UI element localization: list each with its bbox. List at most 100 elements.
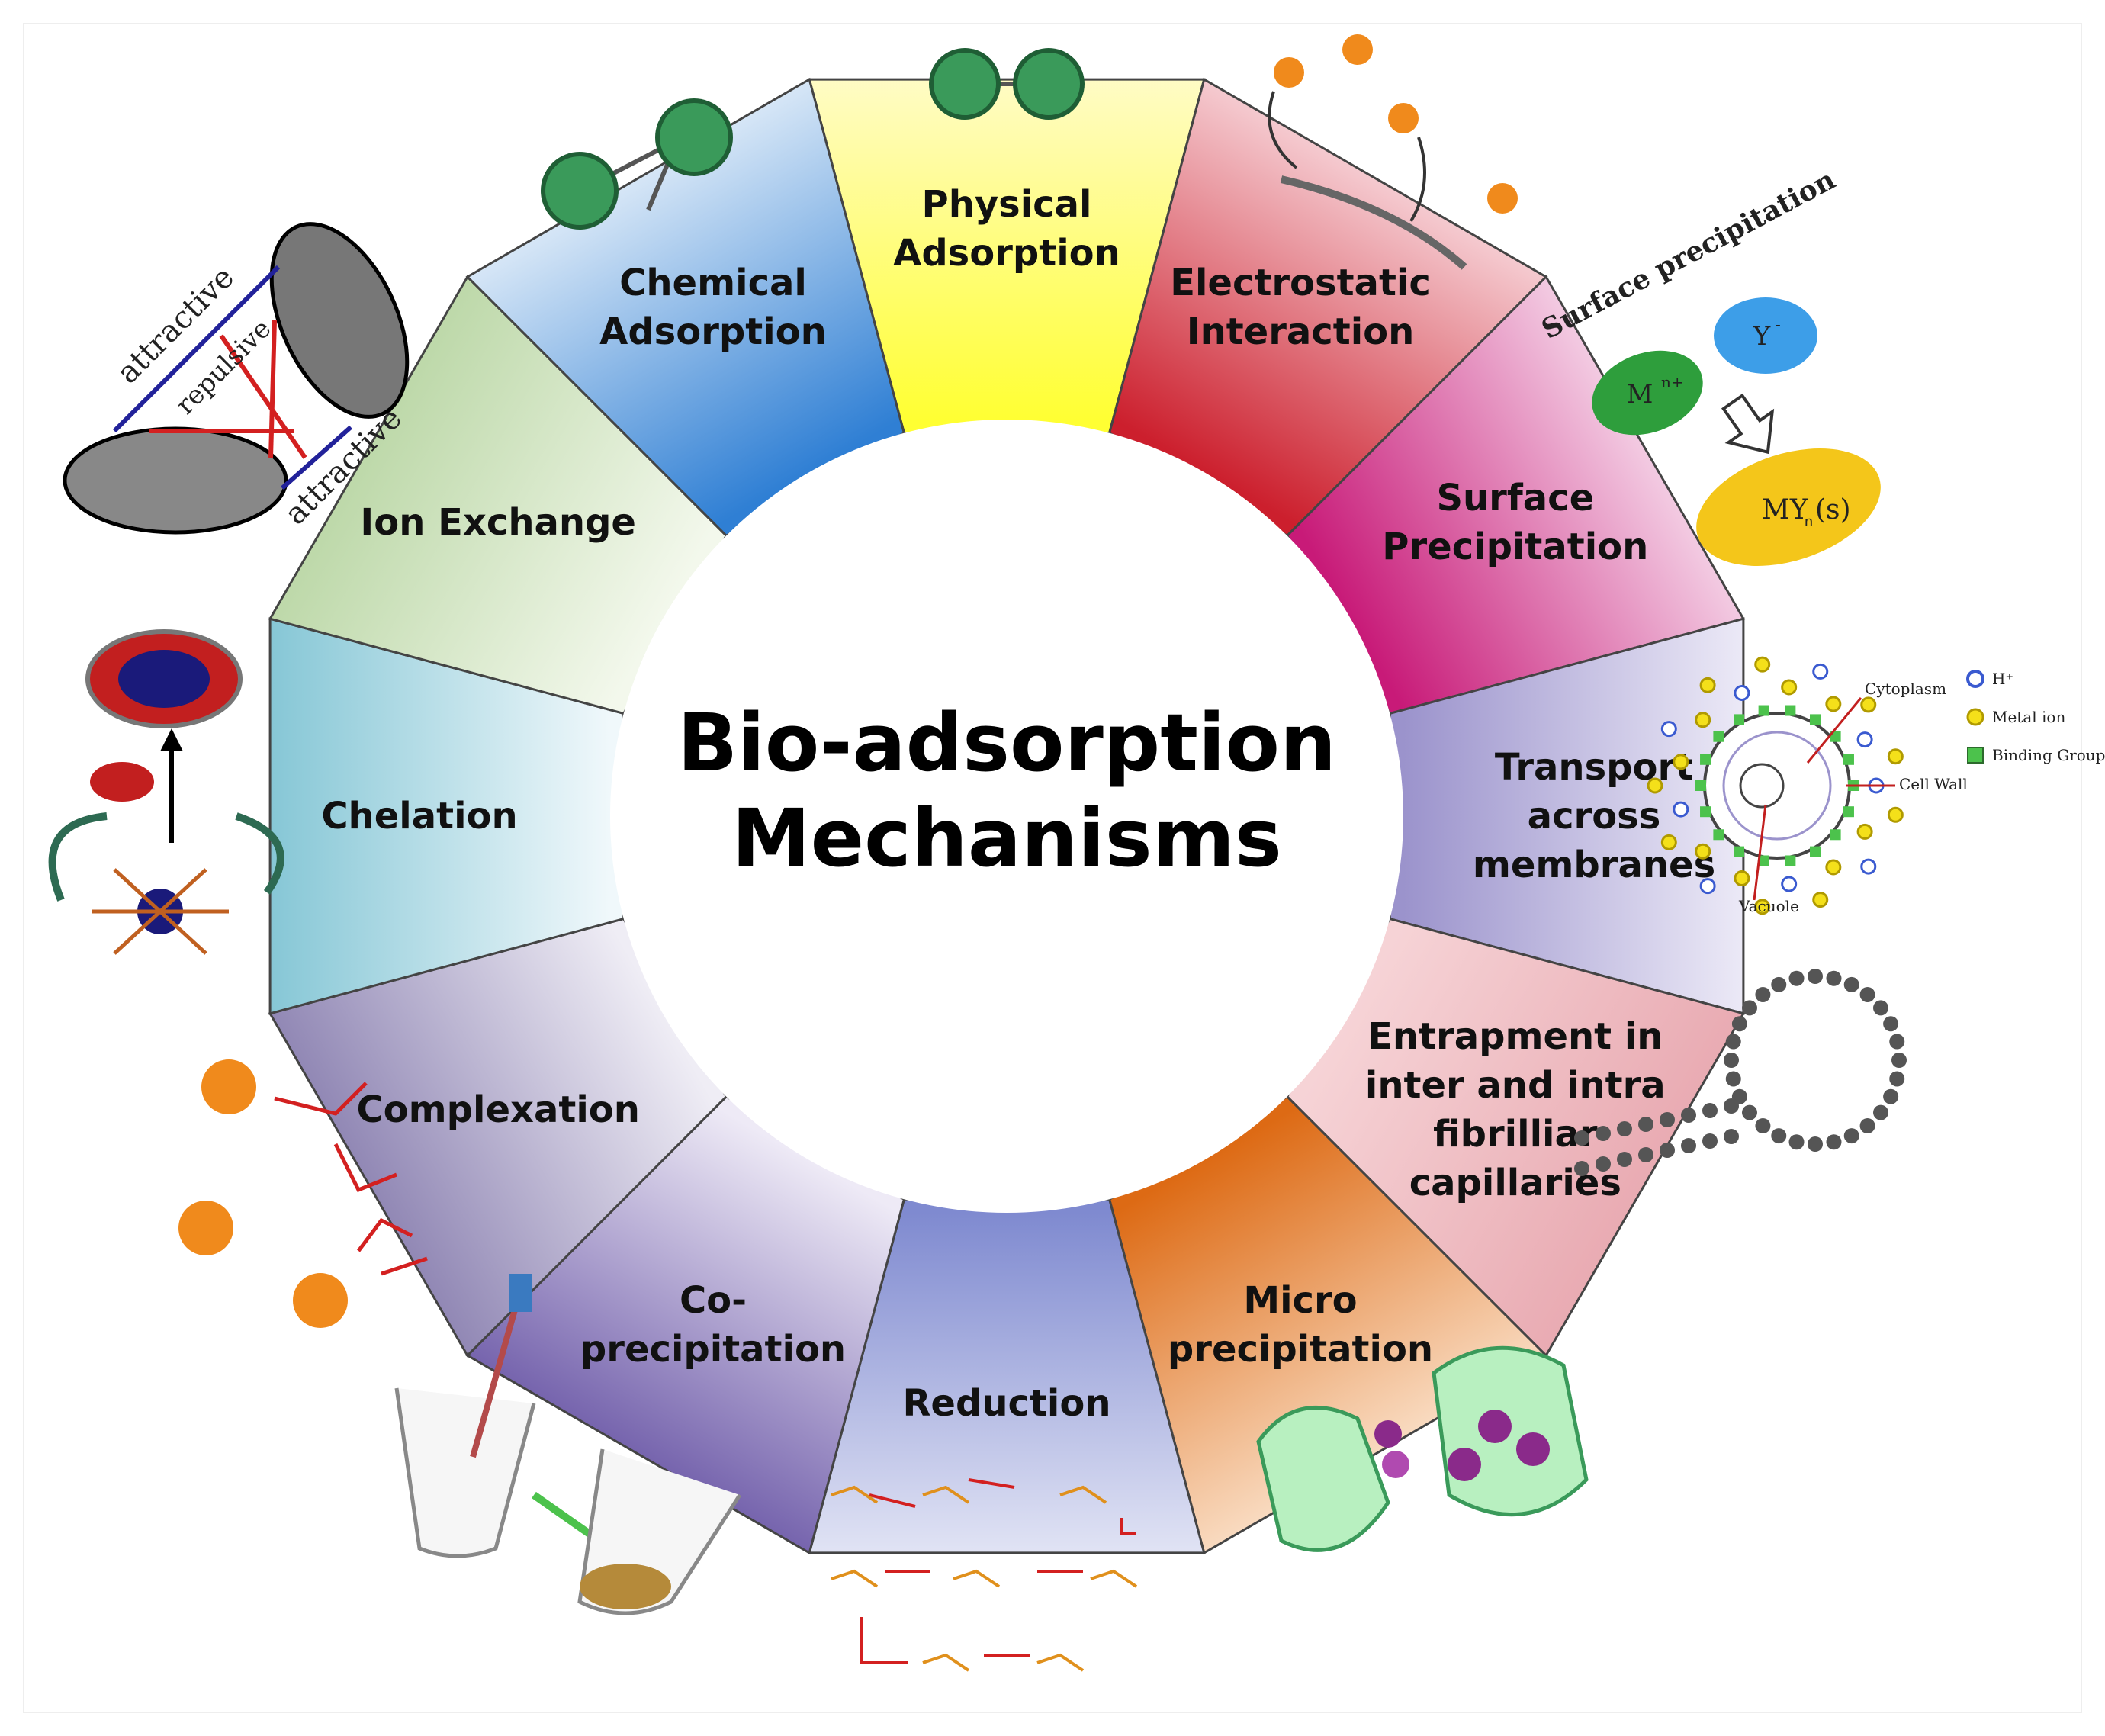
bead	[1755, 1118, 1771, 1134]
precipitate-ellipse	[1696, 448, 1881, 566]
ion-dot	[1695, 712, 1711, 728]
legend-h-ion-label: H⁺	[1992, 670, 2013, 688]
segment-label-line: Complexation	[356, 1088, 639, 1131]
binding-group	[1758, 855, 1769, 866]
bead	[1808, 969, 1823, 984]
segment-label-line: Co-	[680, 1279, 747, 1322]
bead	[1741, 1104, 1757, 1120]
cytoplasm-label: Cytoplasm	[1865, 680, 1946, 698]
segment-label-line: Transport	[1495, 746, 1693, 789]
metal-ion-ellipse	[1592, 350, 1703, 436]
bead	[1771, 1128, 1787, 1144]
chelation-illustration	[48, 629, 284, 955]
binding-group	[1734, 846, 1744, 857]
binding-group	[1830, 829, 1841, 841]
co-precipitation-beakers-icon	[394, 1274, 742, 1615]
segment-label-chelation: Chelation	[321, 795, 517, 837]
segment-label-co-precipitation: Co-precipitation	[580, 1279, 846, 1371]
segment-label-line: Micro	[1243, 1279, 1357, 1322]
segment-label-line: precipitation	[580, 1328, 846, 1371]
binding-group	[1830, 731, 1841, 742]
precipitate-state: (s)	[1815, 494, 1851, 526]
attractive-arrow-top	[112, 265, 281, 433]
bead	[1873, 1104, 1889, 1120]
bead	[1574, 1161, 1589, 1176]
bead	[1873, 1000, 1889, 1016]
segment-label-line: Ion Exchange	[360, 501, 636, 544]
binding-group	[1734, 714, 1744, 725]
vacuole-label: Vacuole	[1738, 897, 1799, 915]
ion-dot	[1754, 656, 1771, 673]
bead	[1771, 976, 1787, 992]
segment-label-line: across	[1528, 795, 1661, 837]
segment-label-reduction: Reduction	[902, 1382, 1110, 1425]
ion-dot	[1825, 696, 1842, 712]
physical-adsorption-molecule-icon	[929, 48, 1085, 120]
bead	[1859, 1118, 1875, 1134]
bead	[1596, 1126, 1611, 1141]
legend-binding-group-icon	[1967, 747, 1984, 764]
bead	[1741, 1000, 1757, 1016]
complexation-illustration	[178, 1059, 428, 1328]
bead	[1891, 1053, 1907, 1068]
ion-dot	[1734, 870, 1750, 887]
binding-group	[1758, 705, 1769, 716]
binding-group	[1843, 754, 1854, 765]
segment-label-line: fibrilliar	[1433, 1113, 1598, 1156]
bead	[1617, 1152, 1632, 1167]
legend-h-ion-icon	[1966, 670, 1984, 688]
bead	[1731, 1016, 1747, 1032]
precipitate-label: MY	[1762, 494, 1809, 526]
ion-dot	[1695, 843, 1711, 860]
particle-bottom-icon	[63, 426, 288, 535]
ion-dot	[1754, 899, 1771, 915]
segment-label-line: precipitation	[1168, 1328, 1433, 1371]
bead	[1724, 1053, 1739, 1068]
ion-dot	[1825, 859, 1842, 876]
segment-label-line: Chemical	[619, 262, 807, 304]
binding-group	[1810, 714, 1821, 725]
ion-dot	[1660, 721, 1677, 738]
bead	[1883, 1088, 1899, 1104]
ion-dot	[1673, 754, 1689, 770]
chemical-adsorption-molecule-icon	[541, 98, 733, 230]
ion-dot	[1856, 731, 1873, 748]
ion-dot	[1673, 801, 1689, 818]
center-title-line1: Bio-adsorption	[677, 696, 1336, 789]
ion-dot	[1660, 834, 1677, 850]
cycle-arrow-left-icon	[48, 812, 108, 902]
bead	[1725, 1071, 1741, 1087]
segment-label-line: Physical	[922, 183, 1092, 226]
down-arrow-icon	[1721, 393, 1775, 455]
bead	[1725, 1034, 1741, 1050]
ion-dot	[1734, 684, 1750, 701]
ion-dot	[1887, 806, 1904, 823]
bead	[1788, 1134, 1805, 1150]
precipitate-subscript: n	[1804, 512, 1814, 530]
bead	[1889, 1071, 1905, 1087]
binding-group	[1700, 806, 1711, 818]
particle-top-icon	[269, 222, 410, 419]
segment-label-transport-across-membranes: Transport across membranes	[1473, 746, 1715, 886]
segment-label-line: membranes	[1473, 844, 1715, 886]
bead	[1808, 1136, 1823, 1152]
anion-ellipse	[1714, 297, 1817, 374]
segment-label-line: Precipitation	[1382, 526, 1648, 568]
ion-dot	[1699, 878, 1716, 895]
segment-label-line: inter and intra	[1365, 1064, 1666, 1107]
bead	[1660, 1143, 1675, 1158]
segment-label-line: Adsorption	[893, 232, 1120, 275]
bead	[1660, 1112, 1675, 1127]
bead	[1755, 986, 1771, 1002]
bead	[1596, 1156, 1611, 1172]
center-disc	[610, 420, 1403, 1213]
segment-label-line: Entrapment in	[1367, 1015, 1663, 1058]
binding-group	[1785, 705, 1796, 716]
repulsive-arrow-diag1	[219, 334, 307, 459]
ion-dot	[1647, 777, 1663, 794]
ion-dot	[1781, 876, 1798, 892]
electrostatic-ions-icon	[1268, 34, 1518, 270]
